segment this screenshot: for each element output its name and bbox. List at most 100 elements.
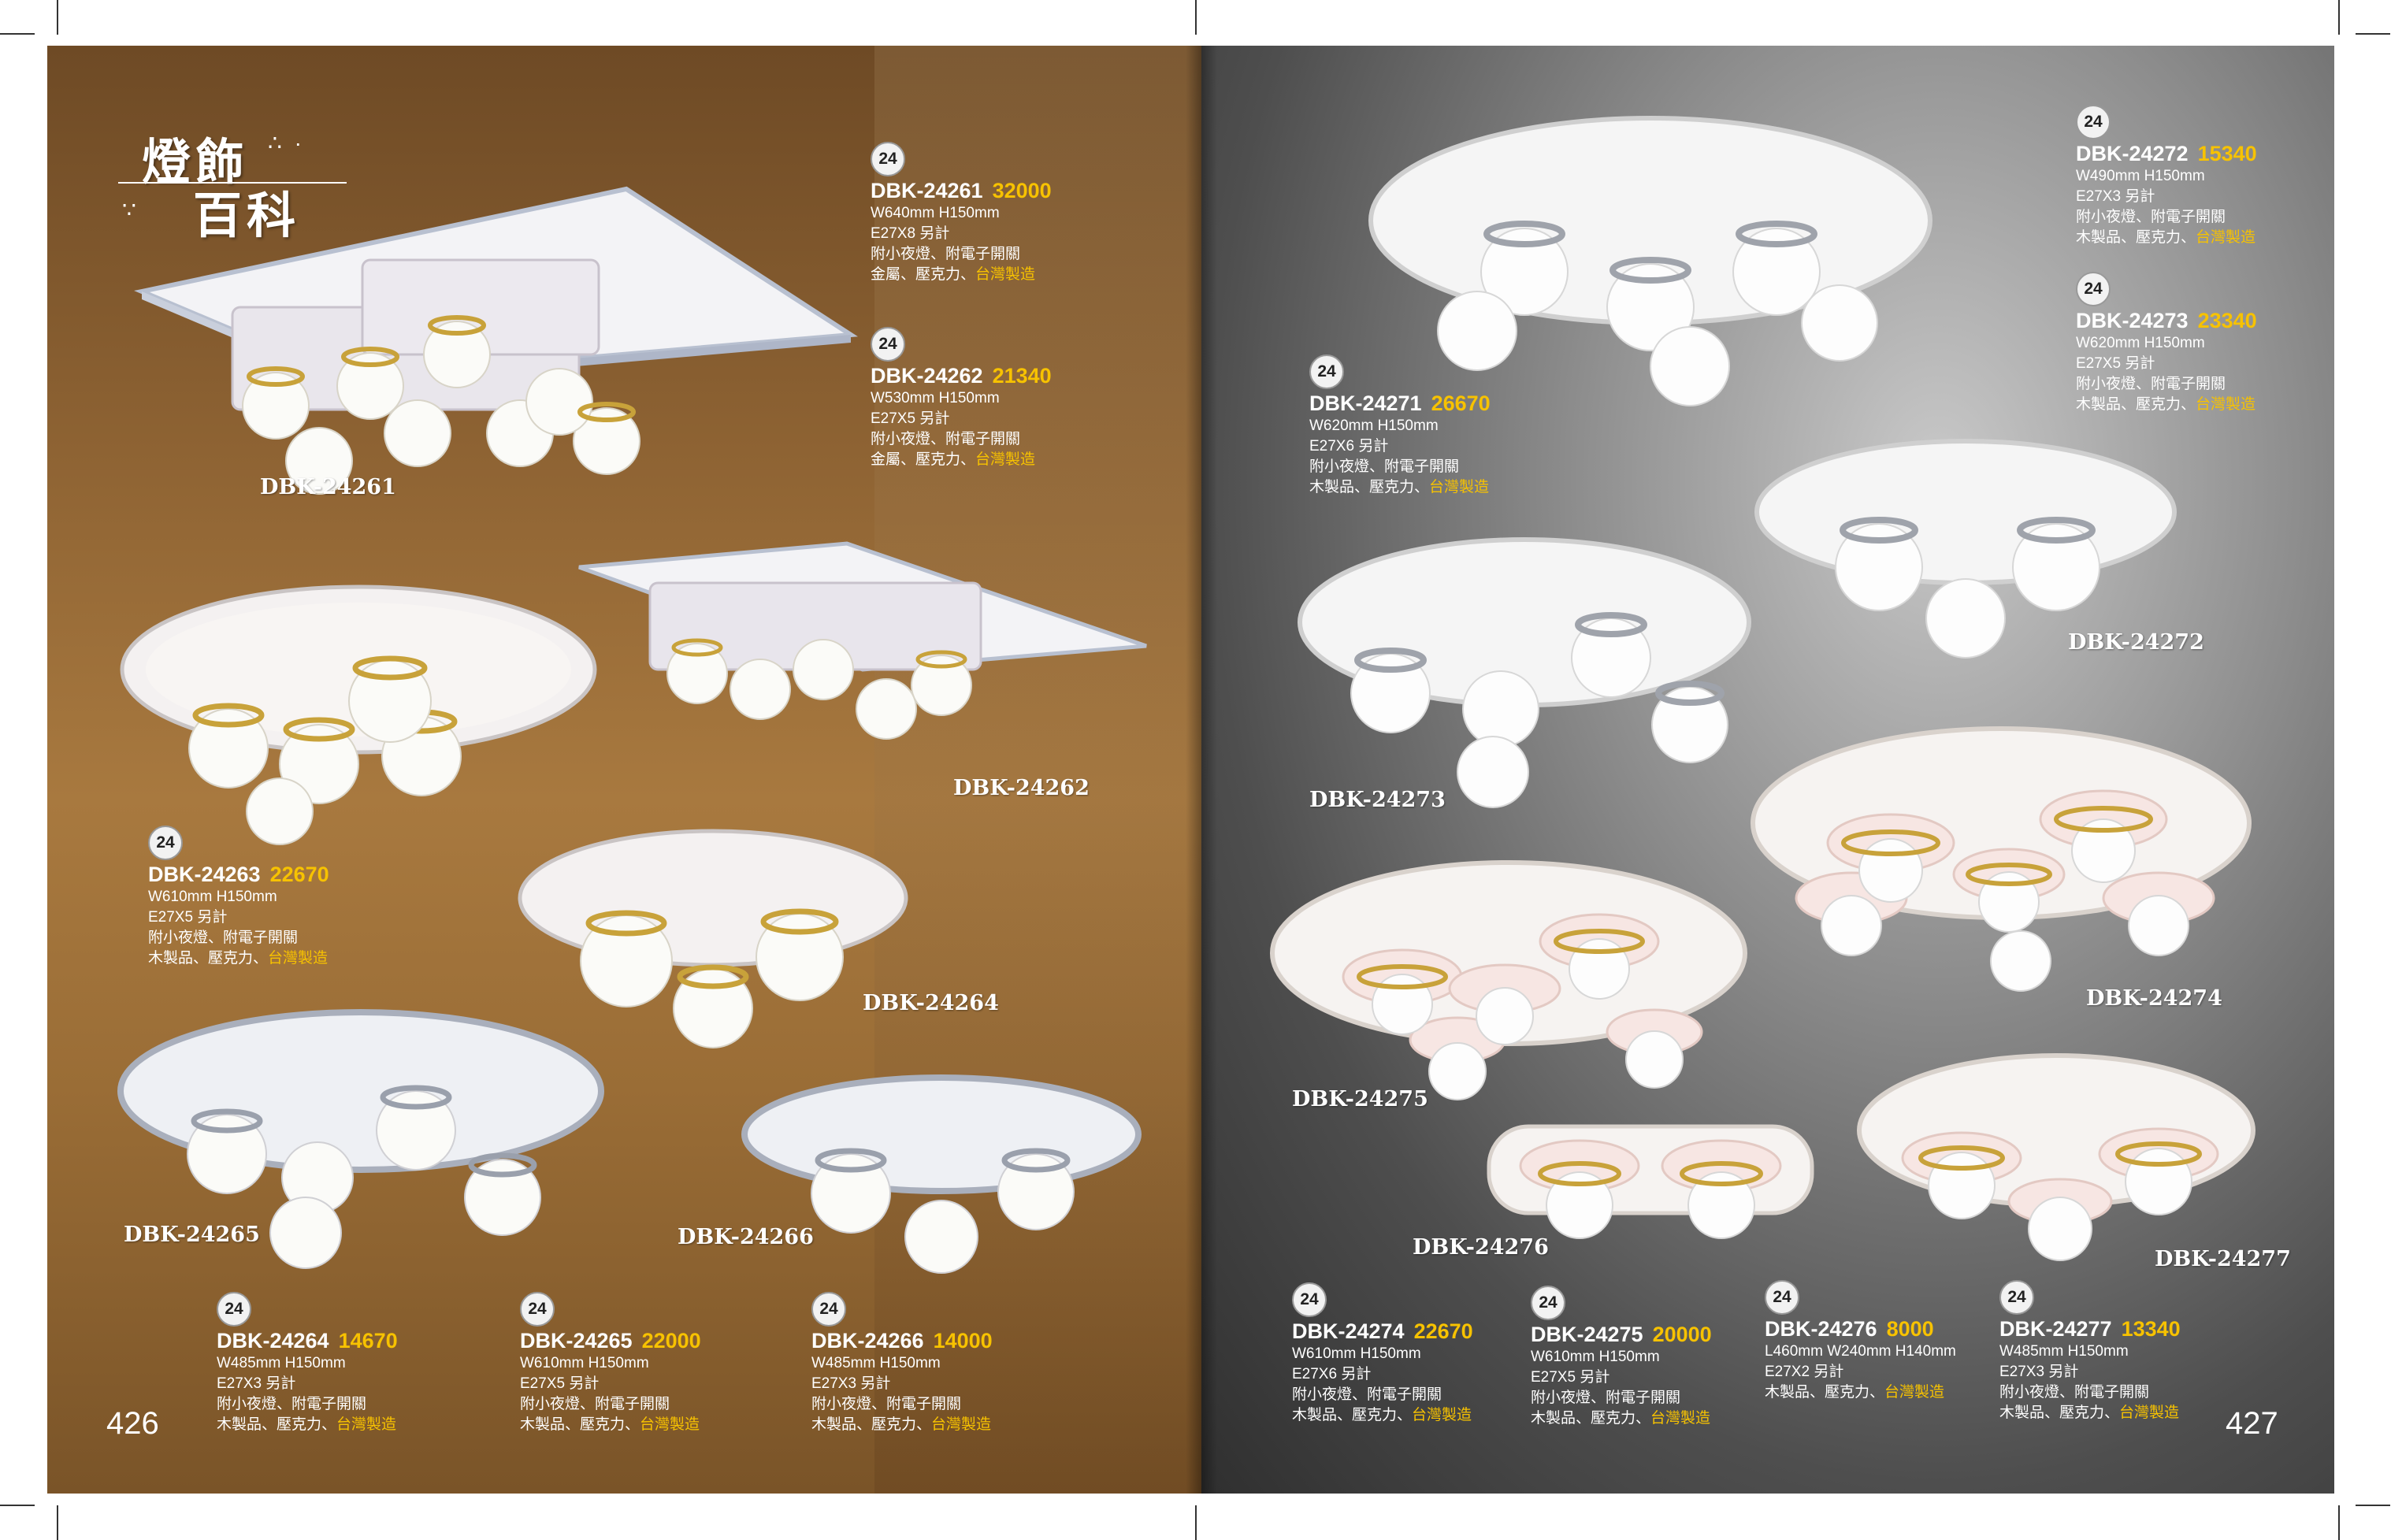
photo-label: DBK-24272 <box>2068 630 2204 655</box>
badge-24: 24 <box>1531 1286 1565 1320</box>
product-code: DBK-24274 <box>1292 1319 1405 1343</box>
product-code: DBK-24264 <box>217 1329 329 1353</box>
photo-label: DBK-24265 <box>124 1223 260 1247</box>
product-origin: 台灣製造 <box>2196 229 2256 246</box>
product-size: W490mm H150mm <box>2076 168 2205 184</box>
product-size: W485mm H150mm <box>1999 1343 2129 1360</box>
product-code: DBK-24266 <box>811 1329 924 1353</box>
fixture-photo-dbk-24275 <box>1270 860 1747 1100</box>
badge-24: 24 <box>217 1292 251 1327</box>
product-features: 附小夜燈、附電子開關 <box>2076 209 2226 225</box>
product-material: 木製品、壓克力、 <box>148 950 269 967</box>
product-bulbs: E27X3 另計 <box>217 1375 296 1392</box>
product-material: 木製品、壓克力、 <box>217 1416 337 1433</box>
product-origin: 台灣製造 <box>2196 396 2256 413</box>
product-origin: 台灣製造 <box>336 1416 397 1433</box>
product-size: W610mm H150mm <box>520 1355 649 1371</box>
trim-mark <box>1195 0 1197 35</box>
photo-label: DBK-24274 <box>2086 986 2222 1011</box>
trim-mark <box>0 1505 35 1506</box>
product-code: DBK-24273 <box>2076 309 2189 332</box>
product-code: DBK-24262 <box>871 364 983 388</box>
fixture-photo-dbk-24264 <box>518 829 908 1048</box>
badge-24: 24 <box>1309 354 1344 389</box>
product-features: 附小夜燈、附電子開關 <box>871 431 1021 447</box>
product-material: 木製品、壓克力、 <box>1292 1407 1413 1423</box>
product-bulbs: E27X6 另計 <box>1292 1366 1372 1382</box>
product-price: 14000 <box>933 1329 993 1353</box>
product-features: 附小夜燈、附電子開關 <box>1292 1386 1442 1403</box>
trim-mark <box>2338 0 2340 35</box>
photo-label: DBK-24262 <box>953 776 1090 800</box>
fixture-photo-dbk-24266 <box>741 1074 1142 1274</box>
trim-mark <box>57 0 58 35</box>
product-price: 22000 <box>641 1329 701 1353</box>
fixture-photo-dbk-24263 <box>120 584 597 845</box>
product-bulbs: E27X5 另計 <box>148 909 228 926</box>
product-material: 木製品、壓克力、 <box>1531 1410 1651 1427</box>
product-code: DBK-24275 <box>1531 1323 1643 1346</box>
product-origin: 台灣製造 <box>2119 1405 2180 1421</box>
badge-24: 24 <box>871 327 905 362</box>
product-size: W530mm H150mm <box>871 390 1000 406</box>
badge-24: 24 <box>1765 1280 1799 1315</box>
product-price: 26670 <box>1431 391 1491 415</box>
product-material: 木製品、壓克力、 <box>1309 479 1430 495</box>
product-origin: 台灣製造 <box>268 950 329 967</box>
product-features: 附小夜燈、附電子開關 <box>2076 376 2226 392</box>
product-origin: 台灣製造 <box>975 451 1036 468</box>
product-code: DBK-24263 <box>148 863 261 886</box>
logo-dots-icon: ∵ <box>122 198 139 222</box>
page-number-right: 427 <box>2226 1406 2278 1441</box>
product-material: 金屬、壓克力、 <box>871 451 976 468</box>
product-features: 附小夜燈、附電子開關 <box>1309 458 1460 475</box>
product-origin: 台灣製造 <box>640 1416 700 1433</box>
product-bulbs: E27X8 另計 <box>871 225 950 242</box>
photo-label: DBK-24277 <box>2155 1247 2291 1271</box>
product-size: W610mm H150mm <box>148 889 277 905</box>
badge-24: 24 <box>1999 1280 2034 1315</box>
product-material: 木製品、壓克力、 <box>1765 1384 1885 1401</box>
product-origin: 台灣製造 <box>1650 1410 1711 1427</box>
trim-mark <box>0 33 35 35</box>
product-bulbs: E27X3 另計 <box>811 1375 891 1392</box>
product-code: DBK-24272 <box>2076 142 2189 165</box>
photo-label: DBK-24261 <box>260 475 396 499</box>
fixture-photo-dbk-24262 <box>578 541 1147 740</box>
badge-24: 24 <box>1292 1282 1327 1317</box>
product-origin: 台灣製造 <box>1429 479 1490 495</box>
product-size: W620mm H150mm <box>2076 335 2205 351</box>
product-material: 木製品、壓克力、 <box>811 1416 932 1433</box>
product-origin: 台灣製造 <box>931 1416 992 1433</box>
photo-label: DBK-24275 <box>1292 1087 1428 1111</box>
badge-24: 24 <box>2076 105 2111 139</box>
product-code: DBK-24271 <box>1309 391 1422 415</box>
product-bulbs: E27X6 另計 <box>1309 438 1389 455</box>
product-bulbs: E27X5 另計 <box>2076 355 2155 372</box>
fixture-photo-dbk-24261 <box>134 186 858 495</box>
product-size: W610mm H150mm <box>1292 1345 1421 1362</box>
product-bulbs: E27X5 另計 <box>1531 1369 1610 1386</box>
logo-rule <box>118 182 347 184</box>
product-features: 附小夜燈、附電子開關 <box>1999 1384 2150 1401</box>
product-origin: 台灣製造 <box>1884 1384 1945 1401</box>
product-material: 木製品、壓克力、 <box>2076 229 2196 246</box>
product-bulbs: E27X3 另計 <box>2076 188 2155 205</box>
product-bulbs: E27X5 另計 <box>871 410 950 427</box>
trim-mark <box>2356 33 2390 35</box>
product-code: DBK-24276 <box>1765 1317 1877 1341</box>
product-origin: 台灣製造 <box>1412 1407 1472 1423</box>
fixture-photo-dbk-24271 <box>1368 116 1932 406</box>
product-origin: 台灣製造 <box>975 266 1036 283</box>
product-price: 8000 <box>1886 1317 1934 1341</box>
fixture-photo-dbk-24276 <box>1487 1124 1814 1239</box>
badge-24: 24 <box>520 1292 555 1327</box>
